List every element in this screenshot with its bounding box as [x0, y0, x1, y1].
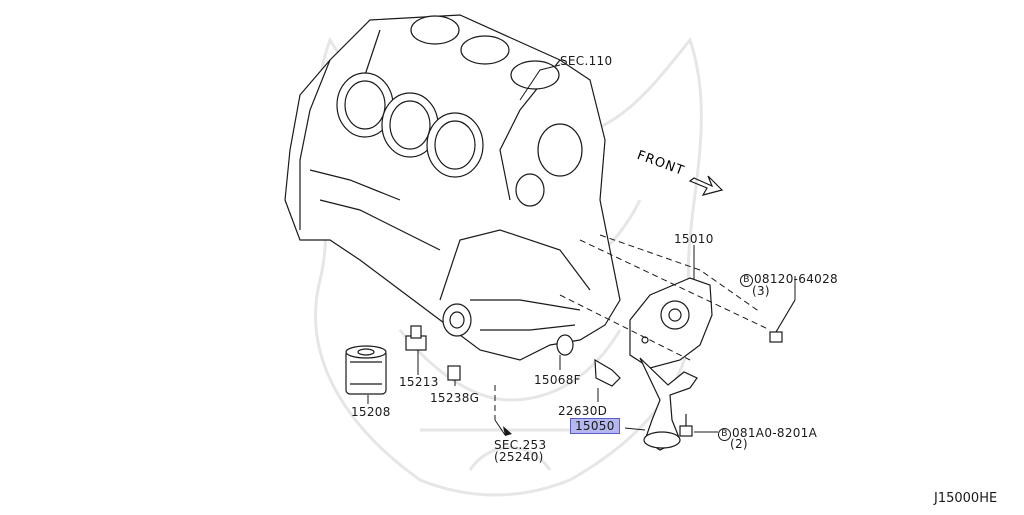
diagram-code: J15000HE [934, 491, 998, 506]
bolt [679, 299, 796, 437]
connector-fitting [405, 325, 427, 351]
bolt-marker-icon: B [740, 274, 753, 287]
sec253-label[interactable]: SEC.253 [494, 438, 547, 452]
drain-plug [447, 365, 461, 381]
oil-strainer [639, 357, 698, 451]
bolt-081a0-qty: (2) [730, 437, 748, 451]
gasket-ring [556, 334, 574, 356]
part-15208-label[interactable]: 15208 [351, 405, 391, 419]
alignment-lines [494, 234, 771, 420]
front-arrow-icon [688, 175, 724, 196]
bolt-081a0-code: 081A0-8201A [732, 426, 818, 440]
oil-filter [345, 345, 387, 395]
part-15068f-label[interactable]: 15068F [534, 373, 581, 387]
bolt-08120-code: 08120-64028 [754, 272, 838, 286]
oil-pump [629, 277, 713, 369]
bolt-marker-icon: B [718, 428, 731, 441]
part-15050-label[interactable]: 15050 [570, 418, 620, 434]
sec253-ref-label: (25240) [494, 450, 544, 464]
bolt-08120-qty: (3) [752, 284, 770, 298]
oil-pressure-switch [594, 358, 621, 387]
sec253-arrow-icon [503, 426, 512, 436]
part-15213-label[interactable]: 15213 [399, 375, 439, 389]
leader-lines [367, 64, 796, 436]
part-22630d-label[interactable]: 22630D [558, 404, 608, 418]
sec110-label[interactable]: SEC.110 [560, 54, 613, 68]
part-15010-label[interactable]: 15010 [674, 232, 714, 246]
part-15238g-label[interactable]: 15238G [430, 391, 480, 405]
cylinder-bores [336, 15, 583, 337]
